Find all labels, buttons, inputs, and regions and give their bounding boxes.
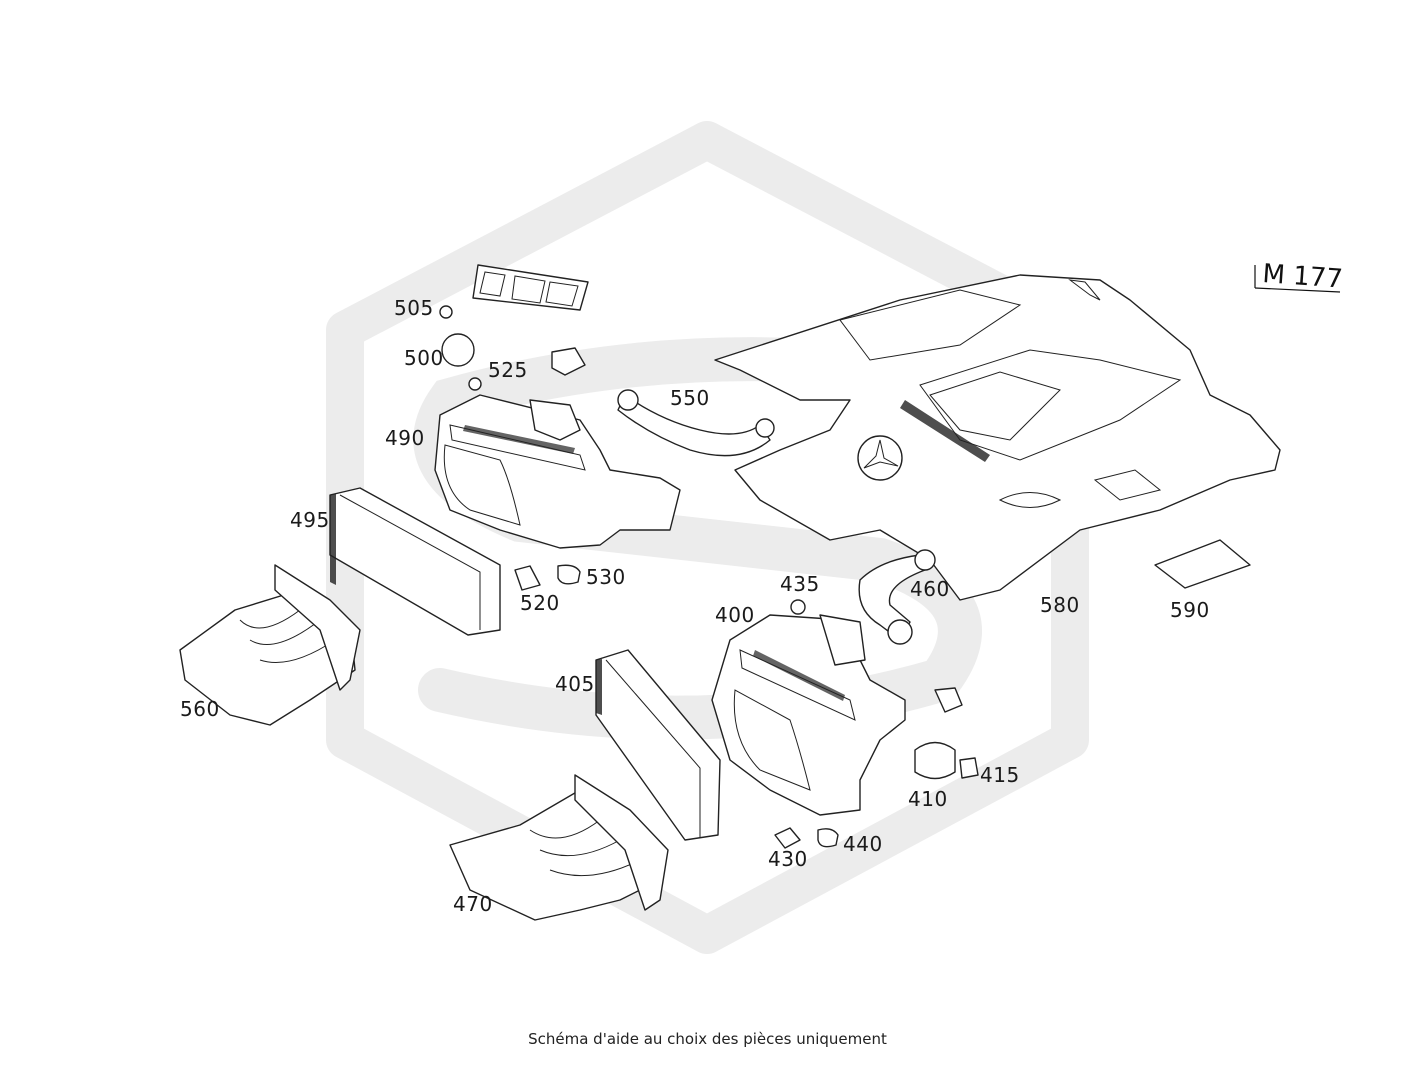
- intake-duct-upper[interactable]: [179, 564, 361, 726]
- intake-hose-460[interactable]: [858, 549, 936, 645]
- callout-440[interactable]: 440: [843, 832, 883, 856]
- callout-580[interactable]: 580: [1040, 593, 1080, 617]
- engine-code-tag: M 177: [1254, 259, 1344, 295]
- warning-label-sticker[interactable]: [472, 264, 589, 311]
- callout-495[interactable]: 495: [290, 508, 330, 532]
- callout-590[interactable]: 590: [1170, 598, 1210, 622]
- callout-415[interactable]: 415: [980, 763, 1020, 787]
- callout-560[interactable]: 560: [180, 697, 220, 721]
- filter-element-lower[interactable]: [595, 649, 721, 841]
- disclaimer-caption: Schéma d'aide au choix des pièces unique…: [528, 1030, 887, 1048]
- small-parts-upper[interactable]: [439, 305, 586, 591]
- callout-435[interactable]: 435: [780, 572, 820, 596]
- callouts: 505 500 525 550 490 495 520 530 560 435 …: [180, 296, 1210, 916]
- callout-470[interactable]: 470: [453, 892, 493, 916]
- foam-pad-590[interactable]: [1154, 539, 1251, 589]
- callout-405[interactable]: 405: [555, 672, 595, 696]
- callout-430[interactable]: 430: [768, 847, 808, 871]
- engine-cover[interactable]: [714, 274, 1281, 601]
- callout-530[interactable]: 530: [586, 565, 626, 589]
- intake-duct-lower[interactable]: [449, 774, 669, 921]
- callout-525[interactable]: 525: [488, 358, 528, 382]
- callout-505[interactable]: 505: [394, 296, 434, 320]
- air-filter-housing-upper[interactable]: [434, 394, 681, 549]
- callout-490[interactable]: 490: [385, 426, 425, 450]
- callout-410[interactable]: 410: [908, 787, 948, 811]
- filter-element-upper[interactable]: [329, 487, 501, 636]
- air-filter-housing-lower[interactable]: [711, 614, 906, 816]
- callout-550[interactable]: 550: [670, 386, 710, 410]
- callout-400[interactable]: 400: [715, 603, 755, 627]
- callout-520[interactable]: 520: [520, 591, 560, 615]
- intake-hose-550[interactable]: [617, 389, 775, 457]
- callout-500[interactable]: 500: [404, 346, 444, 370]
- engine-code: M 177: [1262, 259, 1344, 295]
- callout-460[interactable]: 460: [910, 577, 950, 601]
- small-parts-lower[interactable]: [774, 599, 979, 849]
